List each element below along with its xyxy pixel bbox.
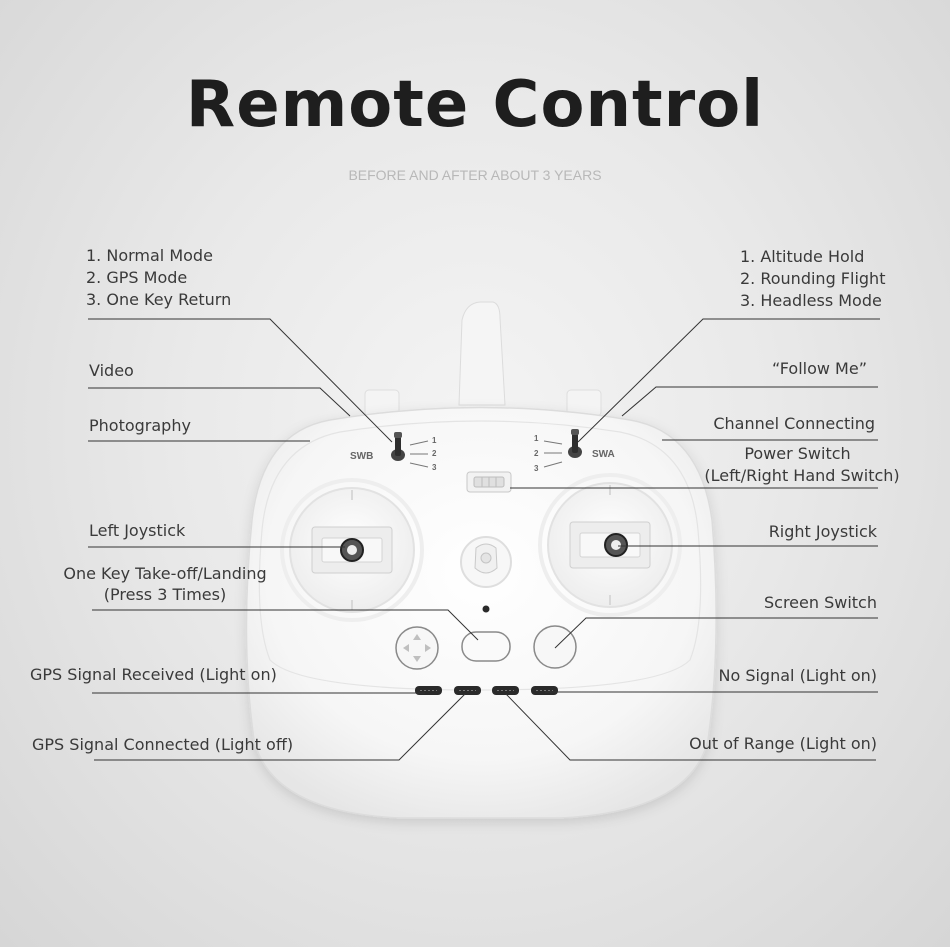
antenna	[458, 301, 506, 406]
svg-text:1: 1	[432, 436, 437, 445]
label-one-key-return: 3. One Key Return	[86, 290, 232, 309]
label-right-joystick: Right Joystick	[768, 522, 877, 541]
label-altitude-hold: 1. Altitude Hold	[740, 247, 865, 266]
label-screen-switch: Screen Switch	[764, 593, 877, 612]
label-gps-mode: 2. GPS Mode	[86, 268, 188, 287]
page-subtitle: BEFORE AND AFTER ABOUT 3 YEARS	[348, 167, 602, 183]
svg-text:3: 3	[534, 464, 539, 473]
center-button[interactable]	[460, 536, 512, 588]
svg-text:2: 2	[534, 449, 539, 458]
svg-text:1: 1	[534, 434, 539, 443]
svg-text:2: 2	[432, 449, 437, 458]
left-joystick[interactable]	[280, 478, 424, 622]
leader-lines	[88, 318, 880, 761]
controller-face	[258, 420, 702, 691]
label-gps-connected: GPS Signal Connected (Light off)	[32, 735, 294, 754]
indicator-dot	[482, 605, 490, 613]
label-headless-mode: 3. Headless Mode	[740, 291, 882, 310]
label-channel-connecting: Channel Connecting	[713, 414, 875, 433]
switch-swb-label: SWB	[350, 451, 373, 462]
label-follow-me: “Follow Me”	[771, 359, 867, 378]
label-photography: Photography	[89, 416, 191, 435]
switch-swa[interactable]: SWA 1 2 3	[534, 429, 615, 473]
right-joystick[interactable]	[538, 473, 682, 617]
label-out-of-range: Out of Range (Light on)	[689, 734, 877, 753]
page-title: Remote Control	[185, 68, 765, 142]
label-takeoff-landing: One Key Take-off/Landing	[63, 564, 267, 583]
label-normal-mode: 1. Normal Mode	[86, 246, 213, 265]
svg-text:3: 3	[432, 463, 437, 472]
label-video: Video	[89, 361, 134, 380]
screen-switch-button[interactable]	[533, 625, 577, 669]
switch-swa-label: SWA	[592, 449, 615, 460]
direction-pad[interactable]	[395, 626, 439, 670]
label-hand-switch: (Left/Right Hand Switch)	[704, 466, 900, 485]
label-left-joystick: Left Joystick	[89, 521, 186, 540]
label-no-signal: No Signal (Light on)	[718, 666, 877, 685]
label-gps-received: GPS Signal Received (Light on)	[30, 665, 277, 684]
label-press-3-times: (Press 3 Times)	[103, 585, 227, 604]
label-power-switch: Power Switch	[744, 444, 851, 463]
label-rounding-flight: 2. Rounding Flight	[740, 269, 886, 288]
power-switch[interactable]	[466, 471, 512, 493]
takeoff-landing-button[interactable]	[461, 631, 511, 662]
switch-swb[interactable]: SWB 1 2 3	[350, 432, 437, 472]
